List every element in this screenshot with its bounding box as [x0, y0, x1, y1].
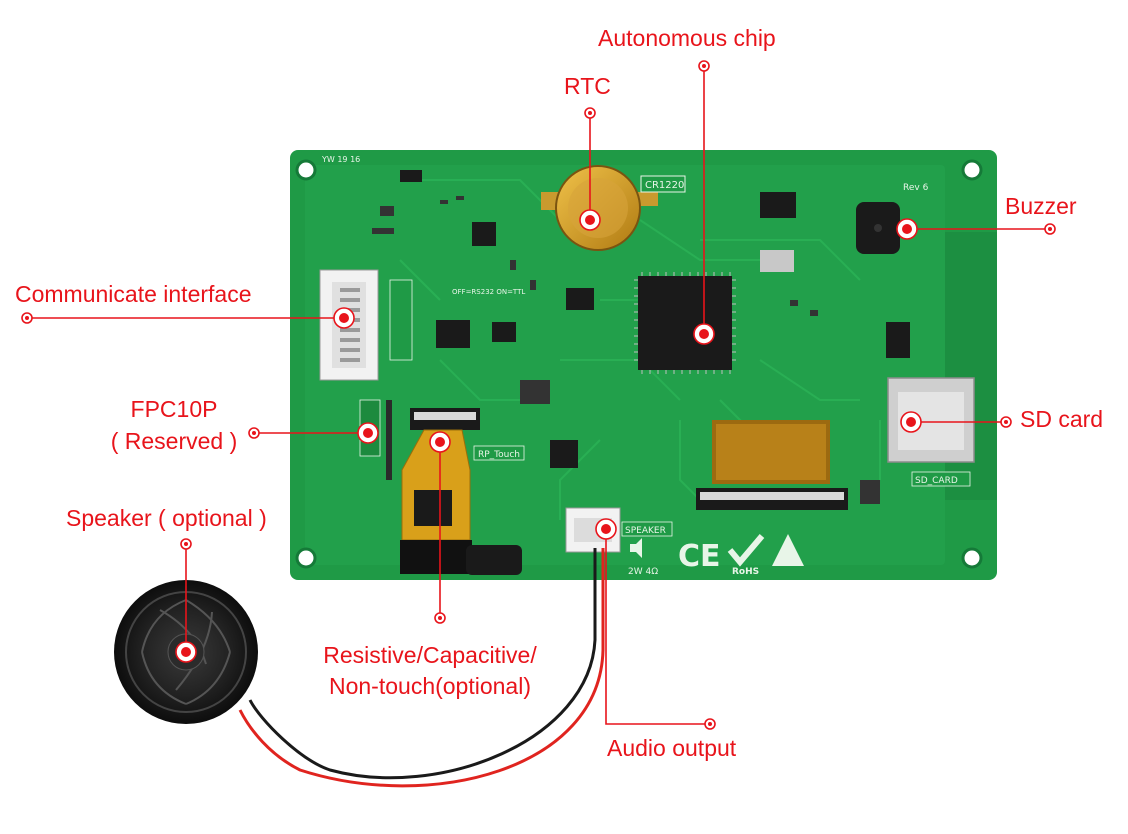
- mcu-chip: [634, 272, 736, 374]
- label-speaker: Speaker ( optional ): [66, 505, 267, 531]
- mount-hole-br: [961, 547, 983, 569]
- target-sd-card: [900, 411, 922, 433]
- silk-cr1220: CR1220: [645, 180, 684, 191]
- silk-speaker: SPEAKER: [625, 526, 666, 536]
- target-touch: [429, 431, 451, 453]
- silk-sd: SD_CARD: [915, 476, 958, 486]
- smd-components: [372, 170, 880, 504]
- callout-markers: [21, 60, 1056, 730]
- silk-yw: YW 19 16: [321, 155, 360, 164]
- label-touch-line1: Resistive/Capacitive/: [323, 642, 537, 668]
- target-autonomous-chip: [693, 323, 715, 345]
- label-fpc10p-reserved: ( Reserved ): [110, 428, 238, 454]
- ic-u7: [436, 320, 470, 348]
- lcd-fpc: [696, 420, 848, 510]
- label-touch-line2: Non-touch(optional): [328, 673, 532, 699]
- label-fpc10p: FPC10P: [130, 396, 218, 422]
- label-rtc: RTC: [564, 73, 611, 99]
- silk-rp-touch: RP_Touch: [478, 450, 520, 460]
- label-autonomous-chip: Autonomous chip: [598, 25, 776, 51]
- label-buzzer: Buzzer: [1005, 193, 1077, 219]
- target-fpc10p: [357, 422, 379, 444]
- target-audio: [595, 518, 617, 540]
- cert-marks: 2W 4Ω CE RoHS: [628, 534, 804, 577]
- target-speaker: [175, 641, 197, 663]
- touch-connector: RP_Touch: [400, 408, 525, 575]
- label-audio-output: Audio output: [607, 735, 737, 761]
- speaker-wire-red: [238, 548, 605, 788]
- ce-mark: CE: [678, 539, 721, 574]
- buzzer-component: [856, 202, 900, 254]
- silk-rev: Rev 6: [903, 183, 929, 193]
- ic-u3: [760, 192, 796, 218]
- speaker-wires: [238, 548, 605, 788]
- ic-u2: [566, 288, 594, 310]
- mount-hole-bl: [295, 547, 317, 569]
- speaker-wire-black: [248, 548, 597, 780]
- ic-right: [886, 322, 910, 358]
- target-buzzer: [896, 218, 918, 240]
- leader-audio: [605, 529, 710, 725]
- pcb-board: YW 19 16 Rev 6 CR1220: [290, 150, 997, 580]
- target-communicate: [333, 307, 355, 329]
- ic-q1: [550, 440, 578, 468]
- ic-u1: [472, 222, 496, 246]
- target-rtc: [579, 209, 601, 231]
- mount-hole-tl: [295, 159, 317, 181]
- callout-lines: [27, 66, 1050, 725]
- label-communicate-interface: Communicate interface: [15, 281, 252, 307]
- label-sd-card: SD card: [1020, 406, 1104, 432]
- mount-hole-tr: [961, 159, 983, 181]
- rohs-check-mark: [727, 534, 765, 567]
- silk-rohs: RoHS: [732, 567, 759, 577]
- target-markers: [175, 209, 922, 663]
- rtc-battery-holder: CR1220: [541, 165, 686, 251]
- speaker-volume-icon: [630, 538, 642, 558]
- silk-2w: 2W 4Ω: [628, 567, 658, 577]
- ic-u5: [492, 322, 516, 342]
- silk-rs232: OFF=RS232 ON=TTL: [452, 288, 525, 296]
- warning-triangle-mark: [772, 534, 804, 566]
